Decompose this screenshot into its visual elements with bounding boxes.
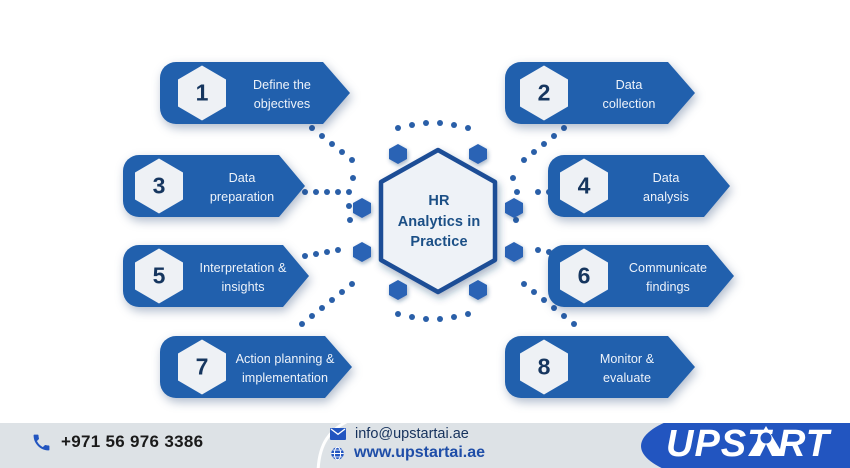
step-label-line2: findings bbox=[646, 279, 690, 294]
brand-a-glyph bbox=[748, 426, 784, 456]
step-badge-8: 8 bbox=[518, 339, 570, 396]
step-item-8[interactable]: 8 Monitor & evaluate bbox=[505, 336, 695, 398]
step-number: 2 bbox=[537, 79, 551, 105]
footer-phone[interactable]: +971 56 976 3386 bbox=[32, 432, 203, 452]
step-label-4: Data analysis bbox=[614, 169, 718, 207]
hub-nodes bbox=[353, 144, 523, 300]
link-to-step-8 bbox=[521, 281, 577, 327]
globe-icon bbox=[330, 446, 345, 461]
footer-bar: +971 56 976 3386 info@upstartai.ae bbox=[0, 423, 850, 468]
step-label-line1: Communicate bbox=[628, 261, 708, 275]
step-label-line2: insights bbox=[221, 279, 265, 294]
step-number: 8 bbox=[537, 353, 551, 379]
step-label-line1: Data bbox=[652, 171, 680, 185]
link-to-step-2 bbox=[521, 117, 577, 163]
step-label-line2: preparation bbox=[209, 189, 275, 204]
step-badge-3: 3 bbox=[133, 158, 185, 215]
step-number: 6 bbox=[577, 262, 591, 288]
brand-logo[interactable]: UPST RT bbox=[616, 423, 850, 468]
email-text: info@upstartai.ae bbox=[355, 426, 469, 442]
step-badge-5: 5 bbox=[133, 248, 185, 305]
step-label-7: Action planning & implementation bbox=[222, 350, 348, 388]
link-to-step-3 bbox=[302, 189, 341, 195]
step-label-line1: Define the bbox=[253, 78, 311, 92]
step-label-line2: evaluate bbox=[602, 370, 651, 385]
step-item-5[interactable]: 5 Interpretation & insights bbox=[123, 245, 309, 307]
brand-text-part3: RT bbox=[778, 423, 832, 465]
link-to-step-5 bbox=[302, 247, 341, 259]
step-label-8: Monitor & evaluate bbox=[573, 350, 681, 388]
step-label-line1: Data bbox=[228, 171, 256, 185]
step-item-3[interactable]: 3 Data preparation bbox=[123, 155, 305, 217]
step-number: 1 bbox=[195, 79, 209, 105]
step-item-7[interactable]: 7 Action planning & implementation bbox=[160, 336, 352, 398]
step-label-line2: implementation bbox=[241, 370, 329, 385]
step-number: 3 bbox=[152, 172, 166, 198]
step-item-4[interactable]: 4 Data analysis bbox=[548, 155, 730, 217]
step-item-6[interactable]: 6 Communicate findings bbox=[548, 245, 734, 307]
phone-icon bbox=[32, 433, 51, 452]
envelope-icon bbox=[330, 428, 346, 440]
hub-hexagon bbox=[378, 147, 498, 295]
step-item-1[interactable]: 1 Define the objectives bbox=[160, 62, 350, 124]
step-badge-1: 1 bbox=[176, 65, 228, 122]
step-label-2: Data collection bbox=[577, 76, 681, 114]
step-badge-2: 2 bbox=[518, 65, 570, 122]
step-badge-7: 7 bbox=[176, 339, 228, 396]
step-label-line1: Data bbox=[615, 78, 643, 92]
step-label-line1: Monitor & bbox=[599, 352, 655, 366]
step-label-line1: Interpretation & bbox=[199, 261, 287, 275]
footer-website-row[interactable]: www.upstartai.ae bbox=[330, 444, 485, 462]
phone-number: +971 56 976 3386 bbox=[61, 432, 204, 451]
step-badge-6: 6 bbox=[558, 248, 610, 305]
footer-contact: info@upstartai.ae www.upstartai.ae bbox=[330, 426, 485, 462]
step-number: 5 bbox=[152, 262, 166, 288]
step-number: 7 bbox=[195, 353, 209, 379]
step-badge-4: 4 bbox=[558, 158, 610, 215]
step-label-line2: objectives bbox=[253, 96, 311, 111]
step-label-5: Interpretation & insights bbox=[185, 259, 301, 297]
website-text: www.upstartai.ae bbox=[354, 444, 485, 461]
link-to-step-7 bbox=[299, 281, 355, 327]
footer-email-row[interactable]: info@upstartai.ae bbox=[330, 426, 485, 442]
brand-text-part1: UPST bbox=[666, 423, 773, 465]
step-label-line2: analysis bbox=[643, 189, 689, 204]
step-number: 4 bbox=[577, 172, 591, 198]
step-label-line2: collection bbox=[602, 96, 656, 111]
step-item-2[interactable]: 2 Data collection bbox=[505, 62, 695, 124]
step-label-3: Data preparation bbox=[189, 169, 295, 207]
step-label-line1: Action planning & bbox=[235, 352, 335, 366]
step-label-6: Communicate findings bbox=[610, 259, 726, 297]
central-hub: HR Analytics in Practice bbox=[340, 118, 536, 324]
step-label-1: Define the objectives bbox=[232, 76, 332, 114]
